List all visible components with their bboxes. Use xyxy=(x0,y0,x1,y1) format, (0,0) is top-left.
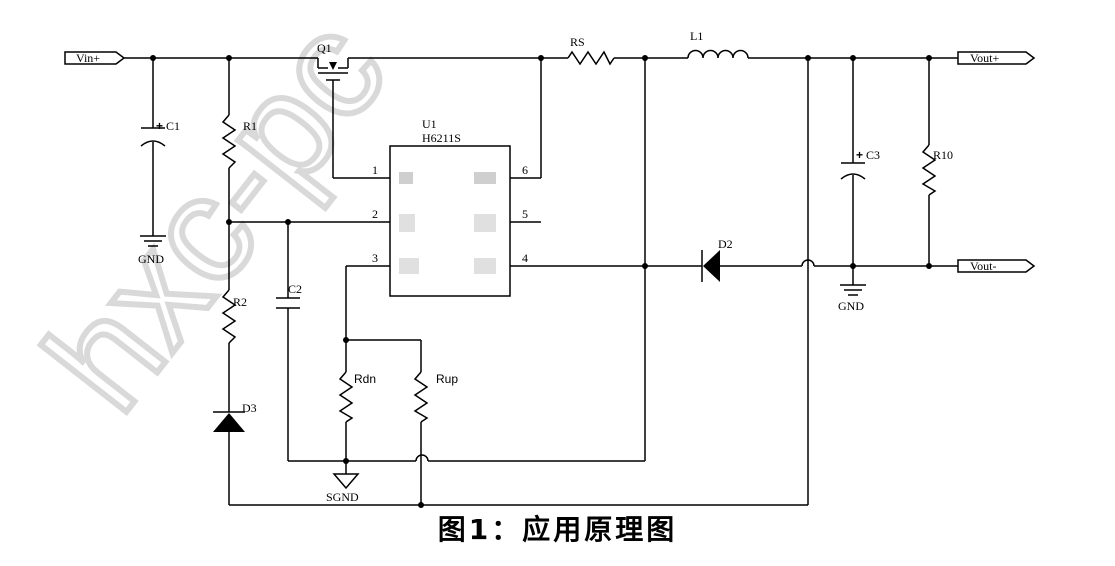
rup-label: Rup xyxy=(436,372,458,386)
c2-capacitor-symbol: C2 xyxy=(276,282,302,309)
pin-2-label: 2 xyxy=(372,207,378,221)
pin-3-label: 3 xyxy=(372,251,378,265)
rs-resistor-symbol: RS xyxy=(567,35,615,66)
d3-diode-symbol: D3 xyxy=(213,401,257,432)
svg-text:Vin+: Vin+ xyxy=(76,51,100,65)
r10-label: R10 xyxy=(933,148,953,162)
c2-label: C2 xyxy=(288,282,302,296)
d2-diode-symbol: D2 xyxy=(701,237,733,282)
vin-plus-port: Vin+ xyxy=(64,51,126,65)
l1-label: L1 xyxy=(690,29,703,43)
c3-label: C3 xyxy=(866,148,880,162)
q1-label: Q1 xyxy=(317,41,332,55)
c1-label: C1 xyxy=(166,119,180,133)
sgnd-label: SGND xyxy=(326,490,359,504)
svg-text:+: + xyxy=(856,148,863,162)
vout-minus-port: Vout- xyxy=(957,259,1036,273)
q1-mosfet-symbol: Q1 xyxy=(317,41,349,81)
sgnd-symbol: SGND xyxy=(326,473,360,504)
rdn-resistor-symbol: Rdn xyxy=(338,371,376,423)
c1-capacitor-symbol: + C1 xyxy=(140,119,180,147)
r1-label: R1 xyxy=(243,119,257,133)
rdn-label: Rdn xyxy=(354,372,376,386)
r2-resistor-symbol: R2 xyxy=(221,289,247,344)
rs-label: RS xyxy=(570,35,585,49)
r2-label: R2 xyxy=(233,295,247,309)
pin-5-label: 5 xyxy=(522,207,528,221)
gnd-left-label: GND xyxy=(138,252,164,266)
rup-resistor-symbol: Rup xyxy=(413,371,458,423)
d3-label: D3 xyxy=(242,401,257,415)
pin-1-label: 1 xyxy=(372,163,378,177)
vout-plus-port: Vout+ xyxy=(957,51,1036,65)
svg-text:Vout+: Vout+ xyxy=(970,51,999,65)
wires xyxy=(124,57,958,506)
r10-resistor-symbol: R10 xyxy=(921,144,953,196)
figure-caption: 图1：应用原理图 xyxy=(437,513,678,546)
gnd-right-label: GND xyxy=(838,299,864,313)
gnd-right-symbol: GND xyxy=(838,284,866,313)
u1-label: U1 xyxy=(422,117,437,131)
r1-resistor-symbol: R1 xyxy=(221,114,257,169)
l1-inductor-symbol: L1 xyxy=(687,29,749,59)
u1-chip: U1 H6211S 1 2 3 4 5 6 xyxy=(372,117,528,297)
u1-part-label: H6211S xyxy=(422,131,461,145)
pin-6-label: 6 xyxy=(522,163,528,177)
svg-text:+: + xyxy=(156,119,163,133)
pin-4-label: 4 xyxy=(522,251,528,265)
svg-text:Vout-: Vout- xyxy=(970,259,996,273)
gnd-left-symbol: GND xyxy=(138,235,166,266)
d2-label: D2 xyxy=(718,237,733,251)
junctions xyxy=(150,55,932,508)
c3-capacitor-symbol: + C3 xyxy=(840,148,880,180)
